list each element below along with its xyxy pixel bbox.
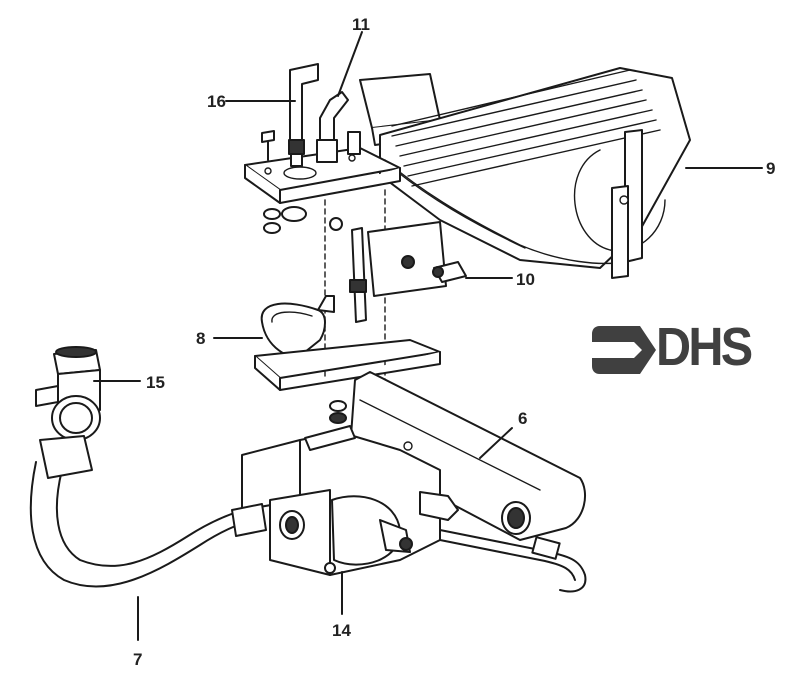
callout-label-10: 10	[516, 270, 535, 289]
flex-hose-part-7	[29, 461, 267, 641]
callout-label-14: 14	[332, 621, 351, 640]
callout-label-15: 15	[146, 373, 165, 392]
callout-label-16: 16	[207, 92, 226, 111]
burner-part-9	[359, 67, 763, 279]
callout-label-8: 8	[196, 329, 206, 348]
elbow-fitting-part-15	[35, 346, 141, 479]
callout-label-7: 7	[133, 650, 143, 669]
gas-valve-part-14	[241, 425, 459, 615]
pilot-tubing-part-8	[213, 295, 441, 424]
dhs-arrow-icon	[592, 326, 656, 374]
burner-tube-part-6	[349, 371, 587, 593]
callout-label-9: 9	[766, 159, 776, 178]
callout-label-6: 6	[518, 409, 528, 428]
pilot-tube-assembly	[324, 189, 513, 401]
dhs-logo-text: DHS	[656, 317, 753, 377]
pilot-bracket	[225, 31, 401, 234]
callout-label-11: 11	[352, 15, 370, 34]
dhs-logo: DHS	[590, 317, 753, 378]
